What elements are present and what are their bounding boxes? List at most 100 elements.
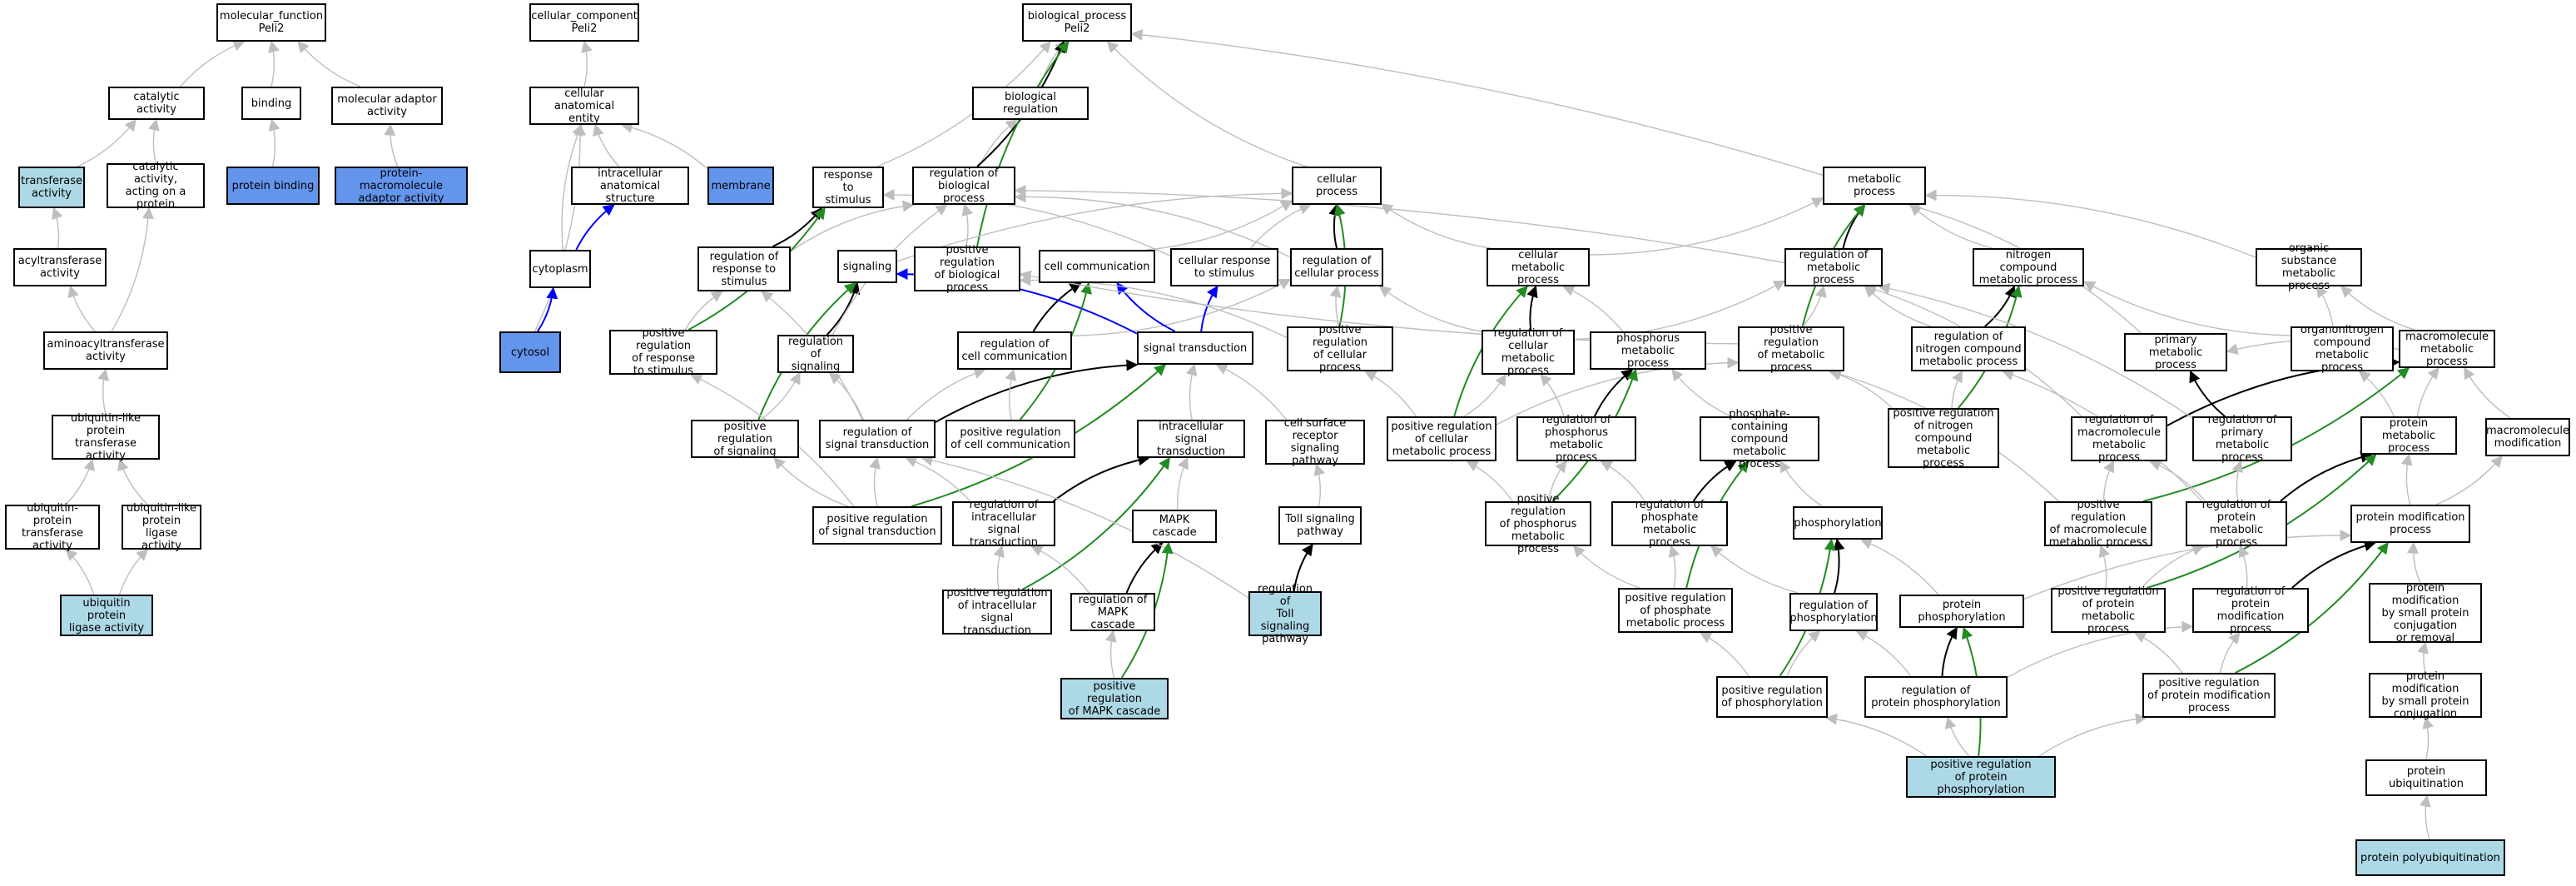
edge-is-a — [2098, 545, 2111, 589]
go-term-node: catalytic activity — [108, 87, 205, 120]
edge-regulates — [2291, 540, 2376, 589]
edge-is-a — [2141, 544, 2205, 589]
go-term-node: positive regulation of phosphorus metabo… — [1485, 493, 1591, 555]
go-term-node: cellular response to stimulus — [1170, 248, 1278, 286]
go-term-node: protein modification process — [2350, 505, 2470, 543]
edge-is-a — [790, 200, 915, 252]
go-term-node: positive regulation of phosphate metabol… — [1618, 588, 1733, 633]
edge-is-a — [268, 40, 280, 87]
edge-is-a — [1547, 460, 1567, 502]
edge-regulates — [1842, 203, 1866, 249]
edge-is-a — [906, 367, 986, 421]
edge-part-of — [537, 286, 558, 332]
edge-part-of — [575, 204, 615, 251]
go-term-node: positive regulation of response to stimu… — [609, 327, 717, 377]
go-term-node: regulation of response to stimulus — [697, 246, 791, 291]
edge-is-a — [2340, 286, 2415, 331]
edge-is-a — [2435, 455, 2503, 505]
edge-is-a — [2133, 632, 2183, 674]
go-term-node: cytosol — [499, 331, 561, 373]
edge-is-a — [2149, 460, 2206, 502]
edge-is-a — [52, 207, 63, 249]
edge-is-a — [561, 123, 583, 251]
go-term-node: positive regulation of metabolic process — [1738, 324, 1844, 374]
edge-is-a — [97, 368, 109, 416]
go-term-node: positive regulation of protein modificat… — [2142, 673, 2276, 718]
edge-positively-regulates — [2235, 541, 2389, 674]
edge-is-a — [2007, 620, 2194, 678]
go-term-node: MAPK cascade — [1132, 510, 1217, 543]
edge-is-a — [2358, 371, 2395, 417]
go-term-node: regulation of signal transduction — [819, 420, 936, 458]
edge-is-a — [760, 371, 801, 421]
edge-is-a — [2082, 281, 2291, 336]
edge-is-a — [77, 118, 136, 167]
edge-is-a — [1176, 456, 1189, 510]
edge-is-a — [2038, 713, 2147, 757]
edge-is-a — [2219, 631, 2241, 674]
go-term-node: positive regulation of protein metabolic… — [2051, 585, 2166, 635]
edge-is-a — [118, 549, 149, 595]
go-term-node: metabolic process — [1823, 167, 1926, 205]
edge-is-a — [593, 123, 620, 167]
go-term-node: positive regulation of signal transducti… — [812, 506, 942, 545]
edge-is-a — [2231, 460, 2244, 502]
edge-is-a — [2400, 453, 2413, 505]
edge-is-a — [1380, 203, 1491, 249]
go-term-node: organonitrogen compound metabolic proces… — [2291, 324, 2394, 374]
edge-is-a — [869, 456, 881, 507]
go-term-node: ubiquitin-like protein transferase activ… — [52, 412, 160, 462]
edge-is-a — [1802, 285, 1827, 327]
go-term-node: ubiquitin-protein transferase activity — [5, 502, 100, 552]
edge-is-a — [2315, 285, 2334, 327]
go-term-node: regulation of cellular process — [1290, 248, 1383, 286]
edge-is-a — [1146, 200, 1293, 251]
edge-is-a — [1600, 460, 1645, 502]
go-term-node: aminoacyltransferase activity — [43, 331, 168, 370]
go-term-node: protein binding — [226, 167, 320, 205]
edge-is-a — [2419, 794, 2431, 840]
edge-is-a — [684, 291, 723, 331]
edge-regulates — [1328, 203, 1340, 249]
edge-is-a — [534, 123, 587, 332]
go-term-node: cell surface receptor signaling pathway — [1265, 417, 1365, 467]
edge-is-a — [1364, 371, 1417, 417]
edge-is-a — [179, 40, 246, 87]
go-term-node: positive regulation of cellular metaboli… — [1387, 416, 1496, 461]
go-term-node: molecular_function Peli2 — [216, 3, 326, 42]
edge-is-a — [2023, 529, 2352, 600]
edge-is-a — [1668, 545, 1680, 589]
edge-regulates — [1833, 538, 1845, 594]
go-term-node: positive regulation of MAPK cascade — [1060, 678, 1169, 719]
edge-regulates — [1293, 543, 1313, 592]
go-term-node: positive regulation of phosphorylation — [1716, 676, 1828, 718]
edge-is-a — [1071, 278, 1292, 336]
go-term-node: positive regulation of signaling — [691, 420, 799, 458]
go-term-node: cell communication — [1039, 250, 1155, 283]
edge-is-a — [1572, 545, 1640, 589]
go-term-node: nitrogen compound metabolic process — [1973, 248, 2084, 286]
edge-regulates — [2189, 370, 2226, 417]
edge-is-a — [1329, 285, 1342, 327]
edge-positively-regulates — [976, 40, 1070, 247]
edge-regulates — [2280, 451, 2373, 502]
go-term-node: intracellular signal transduction — [1137, 420, 1245, 458]
edge-is-a — [1466, 460, 1513, 502]
go-term-node: protein phosphorylation — [1899, 595, 2024, 628]
edge-is-a — [1779, 460, 1823, 507]
go-term-node: regulation of macromolecule metabolic pr… — [2071, 414, 2167, 464]
edge-part-of — [1200, 285, 1219, 332]
go-term-node: signaling — [837, 250, 897, 283]
edge-regulates — [935, 359, 1139, 423]
edge-is-a — [65, 549, 95, 595]
edge-is-a — [111, 207, 155, 332]
edge-is-a — [65, 458, 95, 505]
edge-is-a — [1250, 203, 1312, 249]
edge-is-a — [2464, 366, 2511, 419]
go-term-node: positive regulation of nitrogen compound… — [1888, 407, 1999, 470]
edge-is-a — [876, 40, 1052, 167]
go-term-node: regulation of phosphorylation — [1789, 593, 1878, 631]
go-term-node: regulation of Toll signaling pathway — [1248, 583, 1322, 645]
go-term-node: signal transduction — [1137, 331, 1253, 365]
edge-is-a — [1215, 363, 1288, 421]
